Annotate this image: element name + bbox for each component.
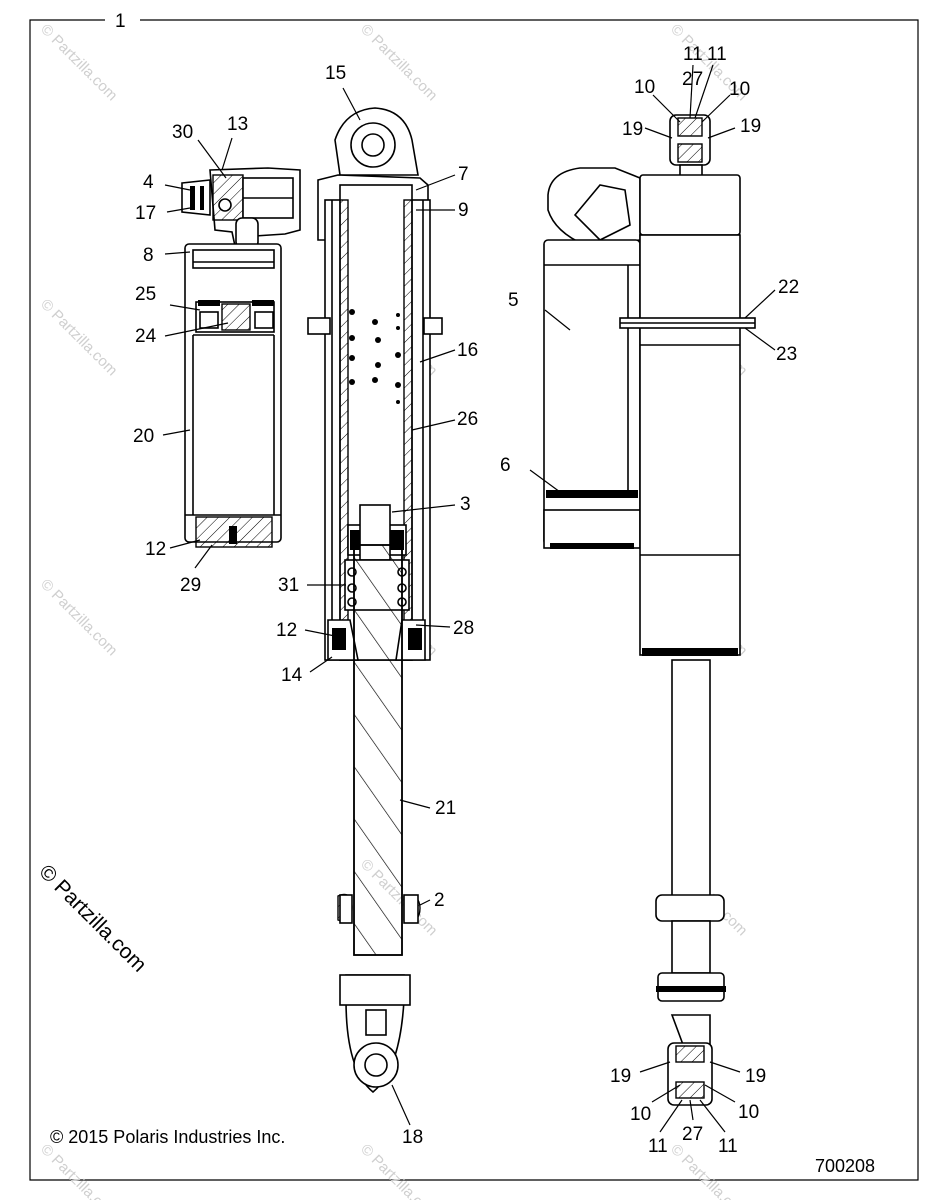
callout-8: 8 bbox=[143, 245, 154, 266]
watermark-text: © Partzilla.com bbox=[667, 1141, 750, 1200]
callout-3: 3 bbox=[460, 494, 471, 515]
callout-19: 19 bbox=[740, 116, 761, 137]
watermark-text: © Partzilla.com bbox=[37, 1141, 120, 1200]
diagram-part-number: 700208 bbox=[815, 1156, 875, 1176]
callout-7: 7 bbox=[458, 164, 469, 185]
callout-1: 1 bbox=[115, 11, 126, 32]
callout-11: 11 bbox=[718, 1136, 738, 1157]
callout-17: 17 bbox=[135, 203, 156, 224]
callout-28: 28 bbox=[453, 618, 474, 639]
callout-6: 6 bbox=[500, 455, 511, 476]
callout-25: 25 bbox=[135, 284, 156, 305]
callout-10: 10 bbox=[729, 79, 750, 100]
callout-12: 12 bbox=[276, 620, 297, 641]
callout-19: 19 bbox=[622, 119, 643, 140]
diagram-frame: 1 bbox=[29, 11, 919, 1181]
watermark-text: © Partzilla.com bbox=[37, 21, 120, 104]
callout-labels: 15 7 9 30 13 4 17 8 25 24 20 12 29 16 26… bbox=[133, 44, 799, 1157]
callout-4: 4 bbox=[143, 172, 154, 193]
callout-15: 15 bbox=[325, 63, 346, 84]
watermark-text: © Partzilla.com bbox=[37, 576, 120, 659]
callout-5: 5 bbox=[508, 290, 519, 311]
callout-14: 14 bbox=[281, 665, 303, 686]
callout-leaders bbox=[162, 64, 776, 1133]
callout-13: 13 bbox=[227, 114, 248, 135]
callout-10: 10 bbox=[630, 1104, 651, 1125]
callout-18: 18 bbox=[402, 1127, 423, 1148]
callout-21: 21 bbox=[435, 798, 456, 819]
callout-29: 29 bbox=[180, 575, 201, 596]
callout-12: 12 bbox=[145, 539, 166, 560]
watermark-large: © Partzilla.com bbox=[34, 860, 150, 976]
copyright-notice: © 2015 Polaris Industries Inc. bbox=[50, 1127, 285, 1147]
callout-11: 11 bbox=[683, 44, 703, 65]
callout-19: 19 bbox=[610, 1066, 631, 1087]
callout-27: 27 bbox=[682, 69, 703, 90]
shock-exterior-view bbox=[543, 114, 756, 1106]
callout-30: 30 bbox=[172, 122, 193, 143]
callout-10: 10 bbox=[634, 77, 655, 98]
callout-11: 11 bbox=[648, 1136, 668, 1157]
callout-19: 19 bbox=[745, 1066, 766, 1087]
callout-26: 26 bbox=[457, 409, 478, 430]
callout-16: 16 bbox=[457, 340, 478, 361]
callout-11: 11 bbox=[707, 44, 727, 65]
callout-23: 23 bbox=[776, 344, 797, 365]
watermark-text: © Partzilla.com bbox=[37, 296, 120, 379]
watermark-text: © Partzilla.com bbox=[357, 21, 440, 104]
callout-22: 22 bbox=[778, 277, 799, 298]
reservoir-cross-section bbox=[181, 167, 301, 548]
callout-20: 20 bbox=[133, 426, 154, 447]
callout-31: 31 bbox=[278, 575, 299, 596]
callout-27: 27 bbox=[682, 1124, 703, 1145]
callout-9: 9 bbox=[458, 200, 469, 221]
callout-2: 2 bbox=[434, 890, 445, 911]
callout-10: 10 bbox=[738, 1102, 759, 1123]
callout-24: 24 bbox=[135, 326, 157, 347]
shock-cross-section bbox=[307, 107, 443, 1094]
watermark-text: © Partzilla.com bbox=[357, 1141, 440, 1200]
